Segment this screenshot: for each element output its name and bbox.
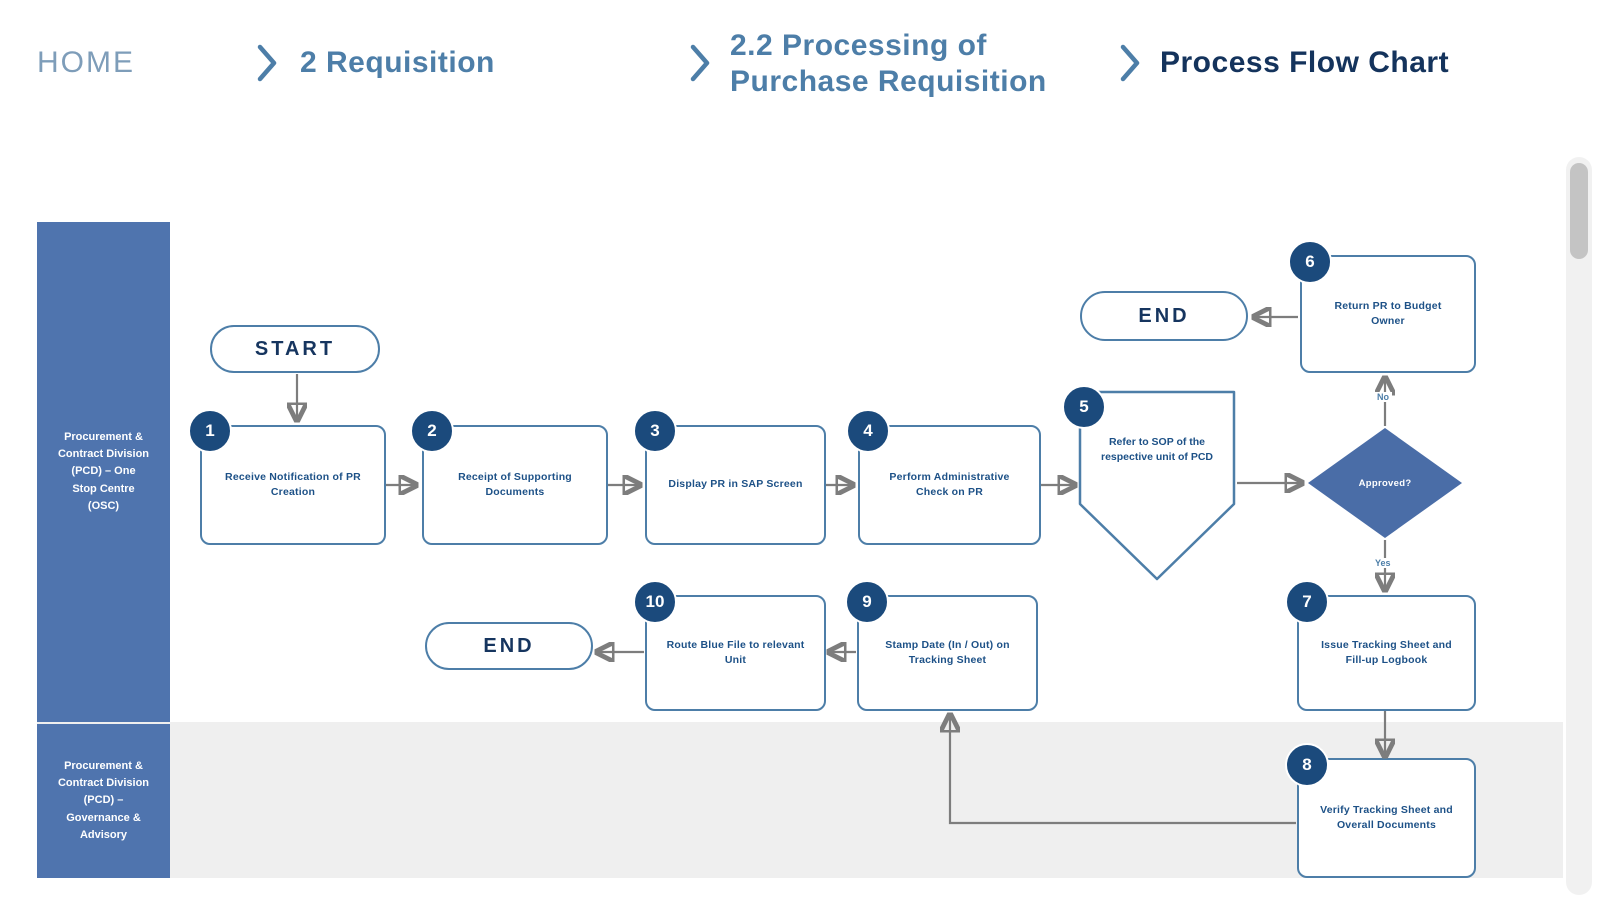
step-9-label: Stamp Date (In / Out) on Tracking Sheet <box>885 638 1010 666</box>
breadcrumb-processing-line1: 2.2 Processing of <box>730 29 987 62</box>
step-8-badge: 8 <box>1285 743 1329 787</box>
step-7-box: Issue Tracking Sheet and Fill-up Logbook <box>1297 595 1476 711</box>
vertical-scrollbar[interactable] <box>1566 157 1592 895</box>
step-6-badge: 6 <box>1288 240 1332 284</box>
step-8-label: Verify Tracking Sheet and Overall Docume… <box>1320 803 1453 831</box>
decision-label: Approved? <box>1358 477 1412 489</box>
lane1-label-line: Contract Division <box>57 448 150 461</box>
diamond-shape-icon <box>1308 428 1462 538</box>
start-node: START <box>210 325 380 373</box>
chevron-right-icon <box>257 44 277 82</box>
step-3-badge: 3 <box>633 409 677 453</box>
step-3-label: Display PR in SAP Screen <box>668 478 803 491</box>
step-2-badge: 2 <box>410 409 454 453</box>
lane2-label-line: Contract Division <box>57 777 150 790</box>
decision-diamond: Approved? <box>1306 426 1464 540</box>
lane2-label-line: Procurement & <box>64 760 143 773</box>
breadcrumb-home[interactable]: HOME <box>37 46 135 79</box>
chevron-right-icon <box>690 44 710 82</box>
step-2-label: Receipt of Supporting Documents <box>458 470 572 498</box>
decision-no-label: No <box>1374 392 1392 402</box>
step-5-pentagon: Refer to SOP of the respective unit of P… <box>1078 390 1236 582</box>
step-2-box: Receipt of Supporting Documents <box>422 425 608 545</box>
breadcrumb-process-flow-chart: Process Flow Chart <box>1160 46 1450 79</box>
chevron-right-icon <box>1120 44 1140 82</box>
step-3-box: Display PR in SAP Screen <box>645 425 826 545</box>
lane1-label-line: (OSC) <box>87 499 120 512</box>
end-node-bottom: END <box>425 622 593 670</box>
step-1-box: Receive Notification of PR Creation <box>200 425 386 545</box>
breadcrumb-processing[interactable]: 2.2 Processing of Purchase Requisition <box>730 28 1047 100</box>
swimlane-pcd-governance: Procurement & Contract Division (PCD) – … <box>37 724 170 878</box>
step-8-box: Verify Tracking Sheet and Overall Docume… <box>1297 758 1476 878</box>
lane1-label-line: Procurement & <box>64 431 143 444</box>
scrollbar-thumb[interactable] <box>1570 163 1588 259</box>
step-10-box: Route Blue File to relevant Unit <box>645 595 826 711</box>
swimlane-pcd-osc: Procurement & Contract Division (PCD) – … <box>37 222 170 722</box>
step-9-badge: 9 <box>845 580 889 624</box>
step-1-badge: 1 <box>188 409 232 453</box>
step-4-label: Perform Administrative Check on PR <box>889 470 1010 498</box>
step-6-box: Return PR to Budget Owner <box>1300 255 1476 373</box>
step-6-label: Return PR to Budget Owner <box>1334 299 1442 327</box>
step-10-label: Route Blue File to relevant Unit <box>666 638 805 666</box>
lane2-label-line: Governance & <box>66 811 141 824</box>
step-5-badge: 5 <box>1062 385 1106 429</box>
step-4-box: Perform Administrative Check on PR <box>858 425 1041 545</box>
decision-yes-label: Yes <box>1372 558 1394 568</box>
end-node-top: END <box>1080 291 1248 341</box>
step-4-badge: 4 <box>846 409 890 453</box>
step-7-badge: 7 <box>1285 580 1329 624</box>
step-10-badge: 10 <box>633 580 677 624</box>
pentagon-shape-icon <box>1078 390 1236 581</box>
step-1-label: Receive Notification of PR Creation <box>225 470 361 498</box>
step-5-label: Refer to SOP of the respective unit of P… <box>1100 436 1214 464</box>
breadcrumb-requisition[interactable]: 2 Requisition <box>300 46 495 79</box>
step-7-label: Issue Tracking Sheet and Fill-up Logbook <box>1321 638 1452 666</box>
lane1-label-line: Stop Centre <box>72 482 135 495</box>
lane1-label-line: (PCD) – One <box>71 465 136 478</box>
step-9-box: Stamp Date (In / Out) on Tracking Sheet <box>857 595 1038 711</box>
lane2-label-line: (PCD) – <box>83 794 124 807</box>
lane2-label-line: Advisory <box>79 828 128 841</box>
breadcrumb-processing-line2: Purchase Requisition <box>730 65 1047 98</box>
